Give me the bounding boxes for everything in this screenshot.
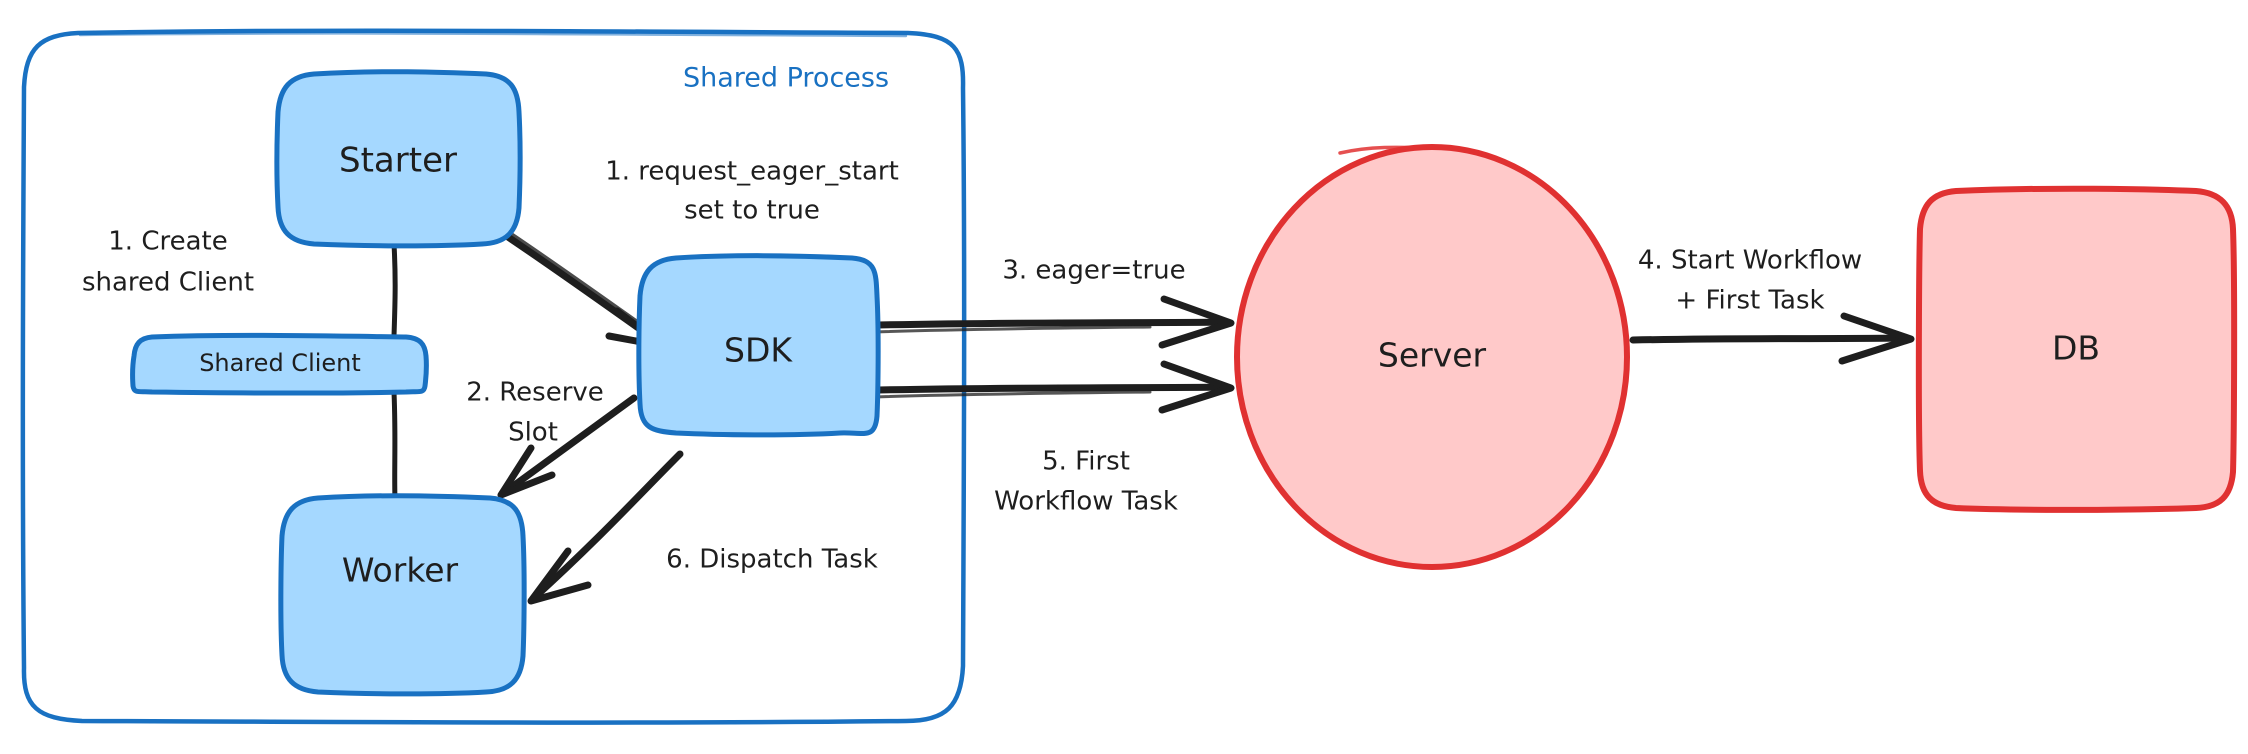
sdk-box (636, 253, 881, 438)
shared-client-label: Shared Client (199, 349, 361, 377)
edge-label-line1: 3. eager=true (1002, 256, 1185, 286)
db-label: DB (2052, 329, 2100, 368)
edge-create-shared-client: 1. Create shared Client (82, 227, 254, 298)
edge-label-line1: 2. Reserve (466, 378, 604, 408)
arrow-shaft (874, 383, 1231, 394)
client-link-lower (391, 389, 398, 503)
edge-first-workflow-task[interactable]: 5. First Workflow Task (872, 360, 1235, 517)
edge-label-line1: 1. Create (108, 227, 227, 257)
shared-process-group[interactable]: Shared Process (20, 28, 967, 725)
arrow-head (1838, 312, 1915, 365)
edge-start-workflow[interactable]: 4. Start Workflow + First Task (1629, 246, 1915, 365)
server-ellipse-sketch (1338, 145, 1427, 155)
starter-label: Starter (339, 141, 457, 181)
arrow-shaft (1629, 334, 1911, 344)
edge-label-line2: Slot (508, 418, 558, 448)
node-shared-client[interactable]: Shared Client (130, 332, 429, 396)
worker-box (278, 493, 527, 697)
arrow-head (497, 444, 556, 499)
shared-process-border (20, 28, 967, 725)
shared-process-border-sketch (78, 32, 908, 38)
edge-label-line1: 1. request_eager_start (605, 157, 899, 187)
edge-label-line2: + First Task (1675, 286, 1824, 316)
edge-reserve-slot[interactable]: 2. Reserve Slot (466, 378, 638, 499)
arrow-shaft (531, 450, 684, 601)
node-starter[interactable]: Starter (274, 69, 523, 249)
node-db[interactable]: DB (1915, 185, 2238, 513)
shared-process-label: Shared Process (683, 63, 889, 94)
shared-client-box (130, 332, 429, 396)
db-box (1915, 185, 2238, 513)
worker-label: Worker (342, 551, 459, 590)
arrow-shaft (501, 394, 638, 496)
edge-client-link (391, 241, 398, 503)
node-server[interactable]: Server (1234, 144, 1630, 570)
edge-eager-true[interactable]: 3. eager=true (872, 256, 1235, 349)
arrow-shaft (874, 318, 1231, 329)
node-worker[interactable]: Worker (278, 493, 527, 697)
sdk-label: SDK (724, 331, 793, 370)
edge-label-line1: 5. First (1042, 447, 1130, 477)
arrow-shaft-sketch (872, 325, 1152, 334)
server-label: Server (1378, 336, 1487, 375)
edge-label-line2: shared Client (82, 268, 254, 298)
starter-box (274, 69, 523, 249)
arrow-shaft-sketch (872, 390, 1152, 399)
client-link-upper (391, 241, 398, 339)
edge-label-line1: 4. Start Workflow (1638, 246, 1862, 276)
edge-dispatch-task[interactable]: 6. Dispatch Task (527, 450, 878, 605)
arrow-head (1158, 295, 1235, 349)
edge-label-line1: 6. Dispatch Task (666, 545, 878, 575)
edge-label-line2: set to true (684, 196, 820, 226)
arrow-head (1158, 360, 1235, 414)
server-ellipse (1234, 144, 1630, 570)
edge-label-line2: Workflow Task (994, 487, 1178, 517)
arrow-head (527, 547, 592, 605)
node-sdk[interactable]: SDK (636, 253, 881, 438)
edge-request-eager-start[interactable]: 1. request_eager_start set to true (504, 157, 899, 350)
